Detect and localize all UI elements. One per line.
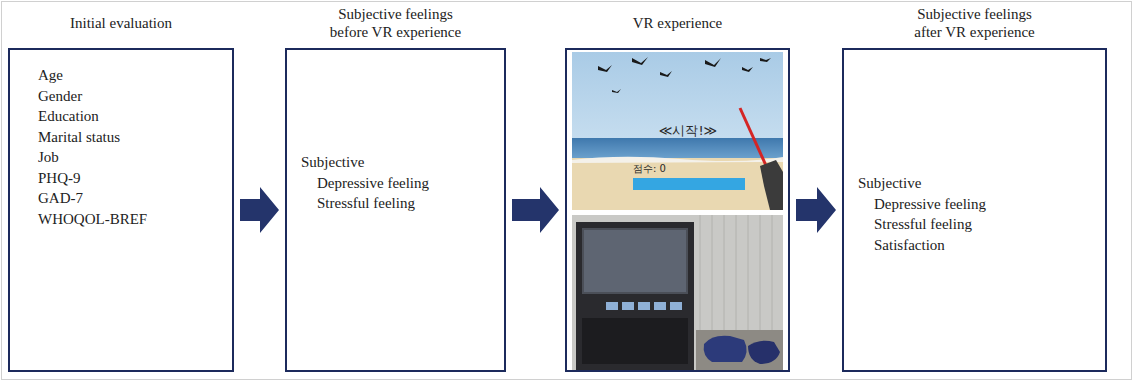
illustration-part [598, 65, 612, 72]
vr-controller [748, 341, 780, 364]
panel-buttons [606, 302, 682, 310]
score-bar [633, 178, 745, 190]
list-item: Education [38, 106, 147, 127]
game-text: 점수: 0 [633, 162, 666, 176]
illustration-part [736, 215, 737, 330]
laser-beam [740, 108, 768, 170]
illustration-part [772, 215, 773, 330]
item-list: AgeGenderEducationMarital statusJobPHQ-9… [38, 65, 147, 229]
screen-glow [584, 230, 686, 292]
list-item: Job [38, 147, 147, 168]
process-box: Subjective feelings after VR experienceS… [842, 48, 1107, 372]
list-item: Subjective [858, 173, 986, 194]
heading-slot: Subjective feelings after VR experience [905, 4, 1045, 42]
sea [572, 138, 783, 160]
illustration-part [748, 215, 749, 330]
illustration-part [654, 302, 666, 310]
stage-heading: Subjective feelings after VR experience [905, 5, 1045, 41]
heading-slot: Initial evaluation [51, 4, 191, 42]
flow-arrow [240, 187, 279, 233]
illustration-part [724, 215, 725, 330]
heading-slot: Subjective feelings before VR experience [326, 4, 466, 42]
illustration-part [670, 302, 682, 310]
list-item: Stressful feeling [858, 214, 986, 235]
list-item: Marital status [38, 127, 147, 148]
illustration-part [622, 302, 634, 310]
list-item: WHOQOL-BREF [38, 209, 147, 230]
floor [696, 330, 783, 370]
illustration-part [760, 58, 771, 62]
list-item: Depressive feeling [301, 173, 429, 194]
list-item: Satisfaction [858, 235, 986, 256]
list-item: Gender [38, 86, 147, 107]
corrugated-wall [700, 215, 772, 330]
stage-heading: Initial evaluation [70, 14, 172, 32]
illustration-part [760, 215, 761, 330]
vr-game-screenshot [572, 52, 783, 210]
process-box: VR experience [565, 48, 790, 372]
list-item: PHQ-9 [38, 168, 147, 189]
laptop-screen [582, 228, 688, 294]
list-item: Stressful feeling [301, 193, 429, 214]
birds [598, 57, 771, 93]
illustration-part [638, 302, 650, 310]
illustration-part [612, 89, 621, 93]
list-item: GAD-7 [38, 188, 147, 209]
flow-arrow [512, 187, 559, 233]
illustration-part [742, 67, 753, 72]
photo-background [572, 215, 783, 370]
game-text: ≪시작!≫ [659, 122, 717, 140]
illustration-part [660, 71, 672, 77]
equipment-photo [572, 215, 783, 370]
list-item: Depressive feeling [858, 194, 986, 215]
illustration-part [606, 302, 618, 310]
list-item: Age [38, 65, 147, 86]
vr-headset [704, 336, 747, 362]
keyboard [582, 318, 688, 364]
sky [572, 52, 783, 210]
illustration-part [712, 215, 713, 330]
process-box: Initial evaluationAgeGenderEducationMari… [8, 48, 234, 372]
process-box: Subjective feelings before VR experience… [285, 48, 506, 372]
stage-heading: VR experience [633, 14, 723, 32]
surf [572, 157, 783, 163]
sand [572, 158, 783, 210]
illustration-part [632, 57, 648, 65]
illustration-part [705, 58, 721, 67]
item-list: SubjectiveDepressive feelingStressful fe… [301, 152, 429, 214]
illustration-part [700, 215, 701, 330]
heading-slot: VR experience [608, 4, 748, 42]
flow-arrow [796, 187, 836, 233]
controller-gun [760, 160, 783, 210]
item-list: SubjectiveDepressive feelingStressful fe… [858, 173, 986, 255]
list-item: Subjective [301, 152, 429, 173]
equipment-case [576, 222, 694, 370]
stage-heading: Subjective feelings before VR experience [326, 5, 466, 41]
